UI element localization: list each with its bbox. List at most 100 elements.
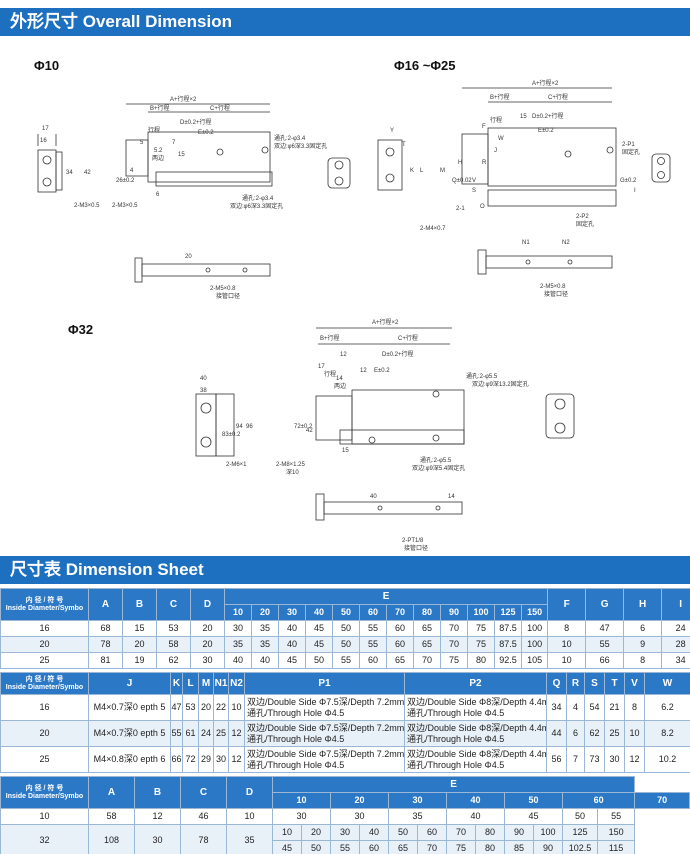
table-cell: 20: [190, 636, 225, 653]
header-w: W: [644, 672, 690, 695]
header-c: C: [156, 588, 191, 621]
table-cell: 50: [388, 824, 418, 841]
table-cell: 6.2: [644, 694, 690, 721]
dim-f12b-phi32: 12: [360, 368, 367, 374]
table-cell: 70: [440, 636, 468, 653]
table-cell: 29: [198, 746, 214, 773]
dim-m8-phi32: 2-M8×1.25: [276, 462, 306, 468]
dim-c-phi32: C+行程: [398, 334, 418, 342]
table-cell: 10: [0, 808, 89, 825]
table-cell: 62: [584, 720, 605, 747]
table-cell: 20: [0, 636, 89, 653]
header-stroke: 90: [440, 604, 468, 621]
dim-f15-phi16: 15: [520, 114, 527, 120]
dim-h83-phi32: 83±0.2: [222, 432, 241, 438]
dim-m6-phi32: 2-M6×1: [226, 462, 247, 468]
dim-cbore-phi10: 双边:φ6深3.3固定孔: [274, 142, 327, 150]
table-cell: 20: [122, 636, 157, 653]
table-cell: 35: [251, 636, 279, 653]
table-cell: 87.5: [494, 636, 522, 653]
p1-line2: 通孔/Through Hole Φ4.5: [247, 733, 345, 744]
table-cell: 30: [224, 620, 252, 637]
table-cell: 30: [134, 824, 181, 854]
table-cell: 58: [156, 636, 191, 653]
table-cell: 10: [624, 720, 645, 747]
table-cell: 9: [623, 636, 663, 653]
dim-g-phi16: G±0.2: [620, 178, 637, 184]
table-cell: 85: [504, 840, 534, 854]
header-stroke: 20: [251, 604, 279, 621]
table-cell-p2: 双边/Double Side Φ8深/Depth 4.4mm,通孔/Throug…: [404, 746, 547, 773]
table-cell: 20: [190, 620, 225, 637]
dim-w14-phi32: 14: [448, 494, 455, 500]
table-cell: 47: [170, 694, 183, 721]
section-header-overall: 外形尺寸 Overall Dimension: [0, 8, 690, 36]
header-f: F: [547, 588, 587, 621]
dim-w38-phi32: 38: [200, 388, 207, 394]
table-cell: 40: [251, 652, 279, 669]
dim-w16-phi10: 16: [40, 138, 47, 144]
table-cell: 45: [305, 620, 333, 637]
dim-q-phi16: Q±0.02: [452, 178, 472, 184]
p1-line1: 双边/Double Side Φ7.5深/Depth 7.2mm,: [247, 722, 405, 733]
dim-r-phi16: R: [482, 160, 487, 166]
table-cell: 60: [386, 620, 414, 637]
table-cell: 20: [0, 720, 89, 747]
header-p2: P2: [404, 672, 547, 695]
table-cell: 60: [359, 652, 387, 669]
header-stroke: 60: [359, 604, 387, 621]
table-cell: 60: [386, 636, 414, 653]
table-cell: 75: [446, 840, 476, 854]
dim-m3-phi10: 2-M3×0.5: [74, 203, 100, 209]
table-cell: 102.5: [562, 840, 598, 854]
dim-d-phi10: D±0.2+行程: [180, 118, 211, 126]
table-cell: 55: [332, 652, 360, 669]
dim-o-phi16: O: [480, 204, 485, 210]
section-header-dimension-sheet: 尺寸表 Dimension Sheet: [0, 556, 690, 584]
dim-h26-phi10: 26±0.2: [116, 178, 135, 184]
dim-p2b-phi16: 固定孔: [576, 220, 594, 228]
table-cell: 73: [584, 746, 605, 773]
table-cell: 4: [566, 694, 585, 721]
table-cell: 45: [305, 636, 333, 653]
dim-f2-phi10: 7: [172, 140, 176, 146]
table-cell: 90: [533, 840, 563, 854]
table-cell: 30: [330, 808, 389, 825]
dim-s-phi16: S: [472, 188, 476, 194]
dim-p1-phi16: 2-P1: [622, 142, 635, 148]
table-cell: M4×0.7深0 epth 5: [88, 720, 171, 747]
table-cell: 46: [180, 808, 227, 825]
table-cell: 40: [278, 636, 306, 653]
header-v: V: [624, 672, 645, 695]
table-cell: 60: [359, 840, 389, 854]
dim-h42-phi10: 42: [84, 170, 91, 176]
header-j: J: [88, 672, 171, 695]
table-cell: 12: [624, 746, 645, 773]
dim-n2-phi16: N2: [562, 240, 570, 246]
table-cell: 125: [562, 824, 598, 841]
table-cell: 54: [584, 694, 605, 721]
dim-f-phi16: F: [482, 124, 486, 130]
header-q: Q: [546, 672, 567, 695]
table-cell: 55: [596, 808, 636, 825]
dim-st-phi10: 行程: [148, 126, 160, 134]
p1-line1: 双边/Double Side Φ7.5深/Depth 7.2mm,: [247, 696, 405, 707]
dim-h96-phi32: 96: [246, 424, 253, 430]
header-e-3: E: [271, 776, 636, 793]
table-cell: 100: [520, 620, 549, 637]
dim-thru-phi32: 通孔:2-φ5.5: [466, 372, 498, 380]
table-cell: 30: [190, 652, 225, 669]
table-cell: 24: [661, 620, 690, 637]
table-cell: M4×0.7深0 epth 5: [88, 694, 171, 721]
dim-f5-phi10: 两边: [152, 154, 164, 162]
table-cell: 70: [417, 840, 447, 854]
table-cell: 66: [170, 746, 183, 773]
dim-cbore-phi32: 双边:φ9深13.2固定孔: [472, 380, 529, 388]
table-cell: 25: [0, 652, 89, 669]
header-stroke: 40: [446, 792, 505, 809]
table-cell: 30: [213, 746, 229, 773]
